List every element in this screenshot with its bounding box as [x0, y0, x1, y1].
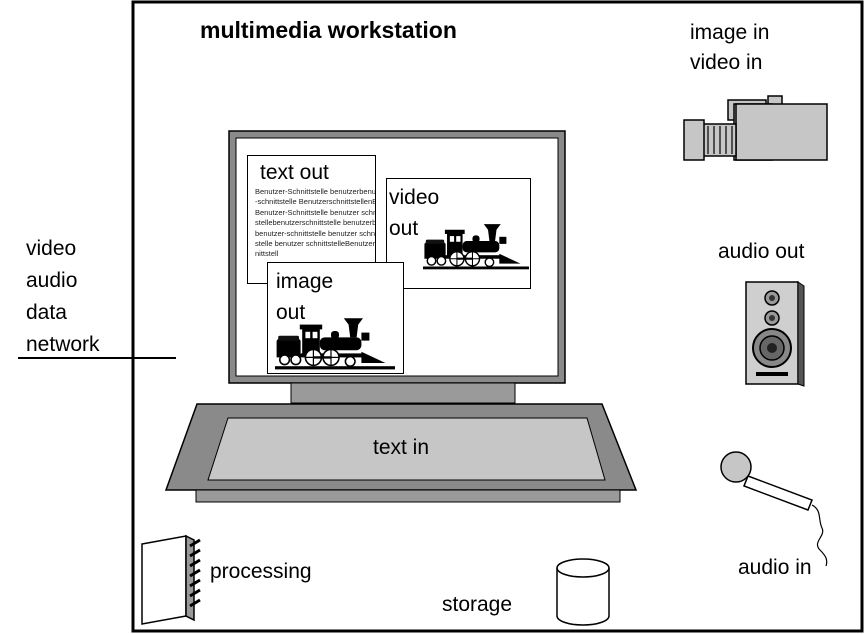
- video-out-line2: out: [389, 217, 419, 240]
- microphone-icon: [720, 451, 828, 567]
- text-out-line: benutzer-schnittstelle benutzer schnitt-: [255, 228, 376, 238]
- video-out-window: video out: [386, 178, 531, 289]
- workstation-border: [131, 0, 864, 633]
- image-out-window: image out: [267, 262, 404, 374]
- text-out-line: stellebenutzerschnittstelle benutzerbenu: [255, 218, 376, 228]
- camera-label-video-in: video in: [690, 51, 763, 74]
- video-out-title: video out: [389, 182, 439, 244]
- keyboard: [164, 403, 638, 503]
- camera-label-image-in: image in: [690, 21, 770, 44]
- text-out-line: stelle benutzer schnittstelleBenutzersch: [255, 239, 376, 249]
- network-label-data: data: [26, 301, 67, 324]
- text-out-line: nittstell: [255, 249, 279, 259]
- locomotive-icon: [423, 213, 529, 279]
- processor-chip-icon: [141, 534, 201, 625]
- camera-labels: image in video in: [690, 18, 769, 78]
- video-camera-icon: [683, 95, 828, 161]
- text-out-line: -schnittstelle BenutzerschnittstellenBen: [255, 197, 376, 207]
- image-out-line2: out: [276, 301, 306, 324]
- storage-cylinder-icon: [556, 558, 610, 626]
- audio-out-label: audio out: [718, 240, 805, 263]
- audio-in-label: audio in: [738, 556, 812, 579]
- network-label-audio: audio: [26, 269, 78, 292]
- network-label-video: video: [26, 237, 77, 260]
- speaker-icon: [745, 281, 805, 387]
- video-out-line1: video: [389, 186, 440, 209]
- network-label-network: network: [26, 333, 100, 356]
- processing-label: processing: [210, 560, 312, 583]
- text-out-body: Benutzer-Schnittstelle benutzerbenutzer …: [255, 187, 376, 260]
- network-labels: video audio data network: [26, 233, 100, 361]
- image-out-title: image out: [276, 266, 333, 328]
- keyboard-label: text in: [373, 436, 430, 459]
- text-out-title: text out: [260, 161, 329, 184]
- locomotive-icon: [271, 315, 399, 371]
- storage-label: storage: [442, 593, 513, 616]
- diagram-title: multimedia workstation: [200, 17, 457, 43]
- text-out-line: Benutzer-Schnittstelle benutzer schnitt-: [255, 207, 376, 217]
- image-out-line1: image: [276, 270, 334, 293]
- text-out-line: Benutzer-Schnittstelle benutzerbenutzer: [255, 187, 376, 196]
